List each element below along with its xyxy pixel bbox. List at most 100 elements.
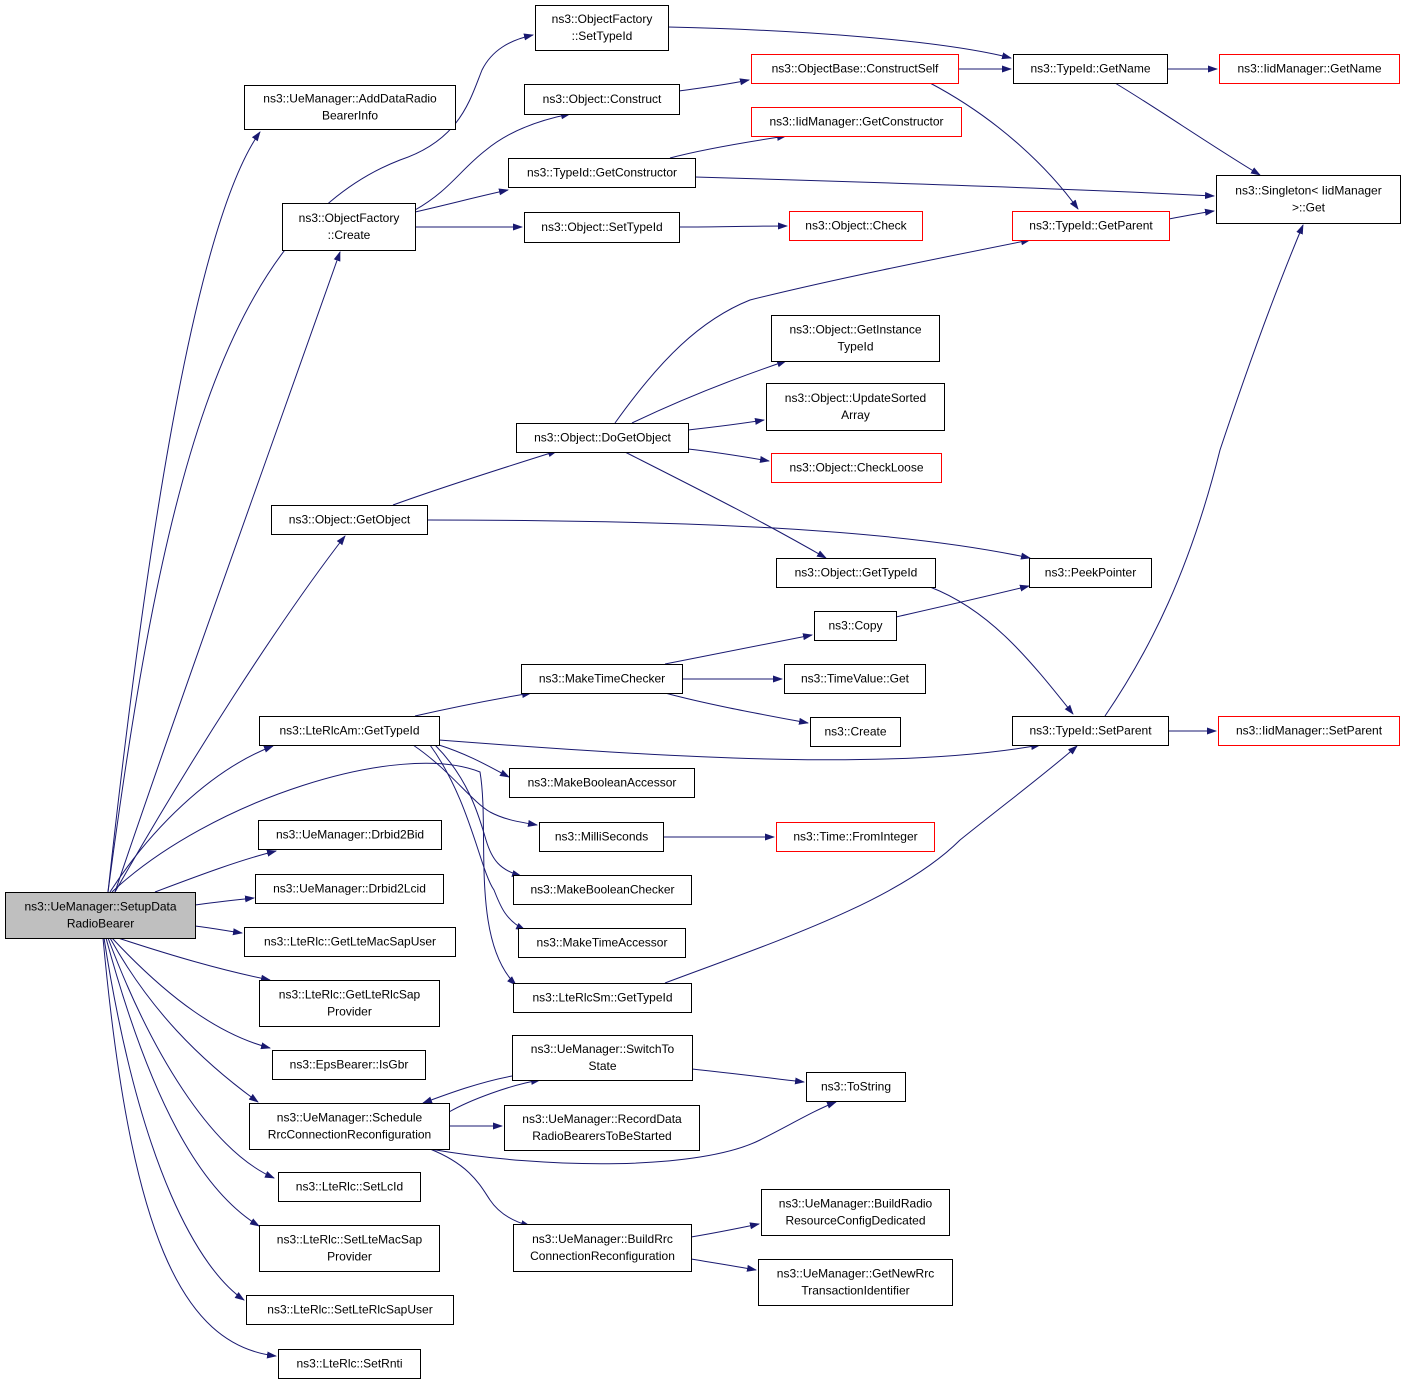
function-node-objectFactorySetTypeId[interactable]: ns3::ObjectFactory::SetTypeId <box>535 5 669 51</box>
node-label: ::SetTypeId <box>572 29 633 43</box>
function-node-objectCheck[interactable]: ns3::Object::Check <box>789 211 923 241</box>
function-node-iidManagerSetParent[interactable]: ns3::IidManager::SetParent <box>1218 716 1400 746</box>
node-label: ns3::UeManager::Drbid2Bid <box>276 828 424 842</box>
node-box <box>278 1349 421 1379</box>
function-node-drbid2Lcid[interactable]: ns3::UeManager::Drbid2Lcid <box>255 874 444 904</box>
function-node-timeValueGet[interactable]: ns3::TimeValue::Get <box>784 664 926 694</box>
call-edge <box>929 82 1079 210</box>
call-edge <box>107 937 275 1179</box>
function-node-epsBearerIsGbr[interactable]: ns3::EpsBearer::IsGbr <box>272 1050 426 1080</box>
node-label: ns3::Object::GetInstance <box>789 323 921 337</box>
node-box <box>259 716 440 746</box>
node-label: ns3::Object::Construct <box>543 92 662 106</box>
function-node-objectBaseConstructSelf[interactable]: ns3::ObjectBase::ConstructSelf <box>751 54 959 84</box>
node-label: ns3::TimeValue::Get <box>801 672 910 686</box>
node-label: ns3::UeManager::BuildRrc <box>532 1232 673 1246</box>
node-box <box>766 383 945 431</box>
function-node-setLcId[interactable]: ns3::LteRlc::SetLcId <box>278 1172 421 1202</box>
function-node-timeFromInteger[interactable]: ns3::Time::FromInteger <box>776 822 935 852</box>
function-node-buildRadioResource[interactable]: ns3::UeManager::BuildRadioResourceConfig… <box>761 1189 950 1236</box>
function-node-toString[interactable]: ns3::ToString <box>806 1072 906 1102</box>
function-node-scheduleRrc[interactable]: ns3::UeManager::ScheduleRrcConnectionRec… <box>249 1103 450 1150</box>
node-box <box>512 1035 693 1081</box>
call-edge <box>929 586 1074 715</box>
node-label: ns3::UeManager::AddDataRadio <box>263 92 437 106</box>
function-node-typeIdSetParent[interactable]: ns3::TypeId::SetParent <box>1012 716 1169 746</box>
node-label: ns3::TypeId::GetConstructor <box>527 166 677 180</box>
node-box <box>776 558 936 588</box>
function-node-objectGetObject[interactable]: ns3::Object::GetObject <box>271 505 428 535</box>
function-node-iidManagerGetConstructor[interactable]: ns3::IidManager::GetConstructor <box>751 107 962 137</box>
function-node-objectFactoryCreate[interactable]: ns3::ObjectFactory::Create <box>282 203 416 251</box>
call-edge <box>105 937 260 1227</box>
node-box <box>271 505 428 535</box>
node-box <box>751 107 962 137</box>
node-label: ns3::IidManager::GetName <box>1237 62 1381 76</box>
node-box <box>244 927 456 957</box>
function-node-objectCheckLoose[interactable]: ns3::Object::CheckLoose <box>771 453 942 483</box>
function-node-makeTimeAccessor[interactable]: ns3::MakeTimeAccessor <box>518 928 686 958</box>
function-node-typeIdGetName[interactable]: ns3::TypeId::GetName <box>1013 54 1168 84</box>
node-label: ns3::Singleton< IidManager <box>1235 184 1381 198</box>
call-edge <box>694 176 1215 200</box>
node-label: ns3::EpsBearer::IsGbr <box>290 1058 409 1072</box>
function-node-makeBooleanChecker[interactable]: ns3::MakeBooleanChecker <box>513 875 692 905</box>
node-label: RadioBearer <box>67 917 134 931</box>
function-node-lteRlcAmGetTypeId[interactable]: ns3::LteRlcAm::GetTypeId <box>259 716 440 746</box>
call-edge <box>114 535 346 893</box>
call-edge <box>429 744 526 931</box>
node-label: ns3::Object::Check <box>805 219 907 233</box>
function-node-objectSetTypeId[interactable]: ns3::Object::SetTypeId <box>524 212 680 243</box>
function-node-typeIdGetConstructor[interactable]: ns3::TypeId::GetConstructor <box>508 158 696 188</box>
node-box <box>1012 716 1169 746</box>
function-node-setLteRlcSapUser[interactable]: ns3::LteRlc::SetLteRlcSapUser <box>246 1295 454 1325</box>
call-edge <box>194 895 255 906</box>
function-node-typeIdGetParent[interactable]: ns3::TypeId::GetParent <box>1012 211 1170 241</box>
node-label: ns3::UeManager::RecordData <box>522 1112 682 1126</box>
function-node-objectGetTypeId[interactable]: ns3::Object::GetTypeId <box>776 558 936 588</box>
call-edge <box>895 584 1030 618</box>
node-label: ns3::LteRlc::SetLteMacSap <box>277 1233 423 1247</box>
function-node-makeBooleanAccessor[interactable]: ns3::MakeBooleanAccessor <box>509 768 695 798</box>
function-node-create[interactable]: ns3::Create <box>810 717 901 747</box>
function-node-drbid2Bid[interactable]: ns3::UeManager::Drbid2Bid <box>258 820 442 850</box>
node-label: ns3::MakeBooleanChecker <box>530 883 674 897</box>
node-label: ns3::Create <box>824 725 886 739</box>
node-box <box>516 423 689 453</box>
function-node-objectConstruct[interactable]: ns3::Object::Construct <box>524 84 680 115</box>
function-node-objectDoGetObject[interactable]: ns3::Object::DoGetObject <box>516 423 689 453</box>
function-node-buildRrcConnection[interactable]: ns3::UeManager::BuildRrcConnectionReconf… <box>513 1224 692 1272</box>
function-node-peekPointer[interactable]: ns3::PeekPointer <box>1029 558 1152 588</box>
function-node-setRnti[interactable]: ns3::LteRlc::SetRnti <box>278 1349 421 1379</box>
call-edges <box>102 26 1304 1359</box>
call-edge <box>422 1075 513 1104</box>
node-box <box>259 1225 440 1272</box>
function-node-makeTimeChecker[interactable]: ns3::MakeTimeChecker <box>521 664 683 694</box>
node-box <box>1219 54 1400 84</box>
node-label: ns3::PeekPointer <box>1045 566 1136 580</box>
node-label: ns3::ObjectFactory <box>552 12 653 26</box>
function-node-getLteMacSapUser[interactable]: ns3::LteRlc::GetLteMacSapUser <box>244 927 456 957</box>
function-node-milliSeconds[interactable]: ns3::MilliSeconds <box>539 822 664 852</box>
function-node-getNewRrc[interactable]: ns3::UeManager::GetNewRrcTransactionIden… <box>758 1259 953 1306</box>
function-node-iidManagerGetName[interactable]: ns3::IidManager::GetName <box>1219 54 1400 84</box>
call-edge <box>687 418 765 431</box>
node-box <box>1012 211 1170 241</box>
call-edge <box>631 360 787 424</box>
call-edge <box>117 937 271 982</box>
function-node-copy[interactable]: ns3::Copy <box>814 611 897 641</box>
function-node-recordDataRadio[interactable]: ns3::UeManager::RecordDataRadioBearersTo… <box>504 1105 700 1151</box>
function-node-singletonGet[interactable]: ns3::Singleton< IidManager>::Get <box>1216 175 1401 224</box>
node-label: ns3::LteRlc::SetLcId <box>296 1180 403 1194</box>
function-node-lteRlcSmGetTypeId[interactable]: ns3::LteRlcSm::GetTypeId <box>513 983 692 1013</box>
node-box <box>1029 558 1152 588</box>
call-edge <box>434 744 522 877</box>
call-edge <box>691 1068 805 1085</box>
